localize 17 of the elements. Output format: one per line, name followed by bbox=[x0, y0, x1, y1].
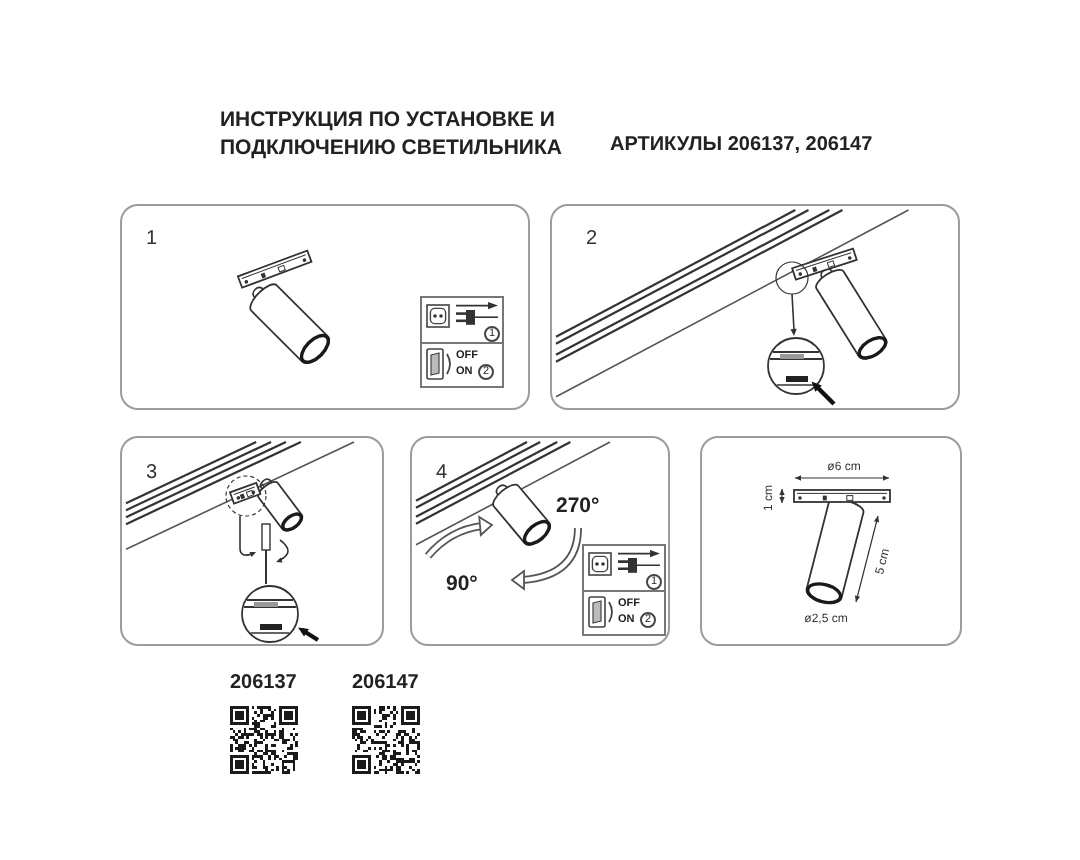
angle-label: 90° bbox=[446, 574, 478, 595]
power-off-box bbox=[582, 544, 666, 636]
article-number: 206147 bbox=[352, 674, 419, 694]
step-number: 4 bbox=[436, 464, 448, 484]
step-number: 2 bbox=[586, 230, 598, 250]
instruction-panel bbox=[120, 436, 384, 646]
angle-label: 270° bbox=[556, 496, 600, 517]
step-number: 3 bbox=[146, 464, 158, 484]
instruction-panel bbox=[120, 204, 530, 410]
article-numbers: АРТИКУЛЫ 206137, 206147 bbox=[610, 136, 873, 156]
instruction-panel bbox=[550, 204, 960, 410]
title: ИНСТРУКЦИЯ ПО УСТАНОВКЕ И ПОДКЛЮЧЕНИЮ СВЕТИЛЬНИКА bbox=[220, 106, 564, 162]
instruction-panel bbox=[410, 436, 670, 646]
article-number: 206137 bbox=[230, 674, 297, 694]
step-number: 1 bbox=[146, 230, 158, 250]
power-off-box bbox=[420, 296, 504, 388]
dimensions-panel bbox=[700, 436, 962, 646]
